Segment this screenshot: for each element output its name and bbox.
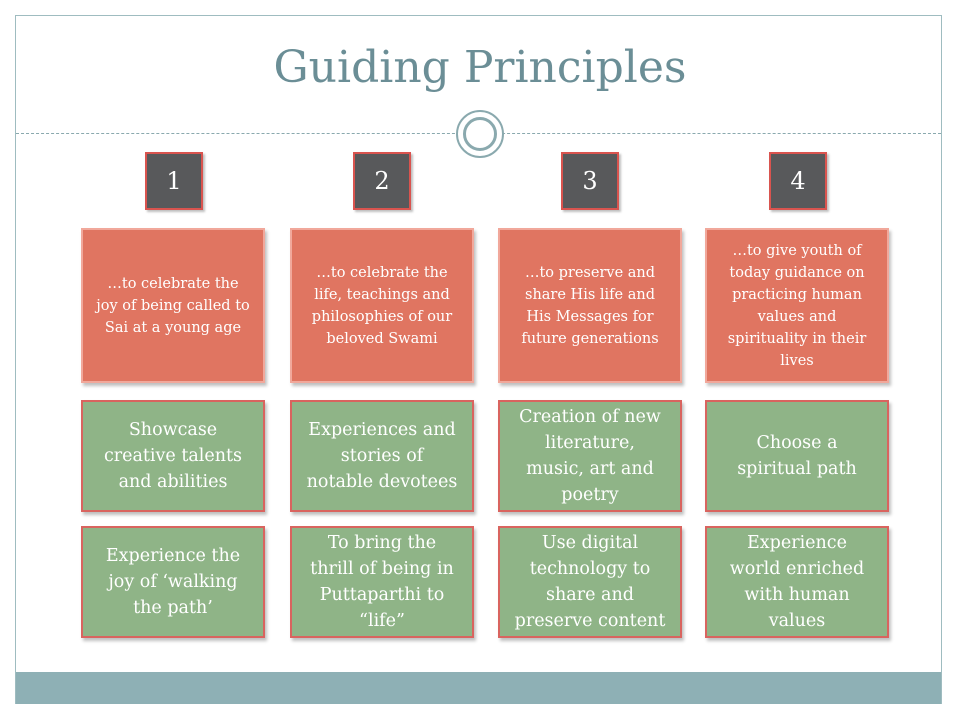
number-box-3: 3 [561, 152, 619, 210]
slide-title: Guiding Principles [273, 42, 687, 93]
number-box-2: 2 [353, 152, 411, 210]
footer-bar [16, 672, 941, 704]
activity-box-4-2: Experience world enriched with human val… [705, 526, 889, 638]
activity-box-3-1: Creation of new literature, music, art a… [498, 400, 682, 512]
number-box-4: 4 [769, 152, 827, 210]
activity-box-2-2: To bring the thrill of being in Puttapar… [290, 526, 474, 638]
activity-box-1-1: Showcase creative talents and abilities [81, 400, 265, 512]
activity-box-3-2: Use digital technology to share and pres… [498, 526, 682, 638]
activity-box-2-1: Experiences and stories of notable devot… [290, 400, 474, 512]
activity-box-1-2: Experience the joy of ‘walking the path’ [81, 526, 265, 638]
aim-box-2: …to celebrate the life, teachings and ph… [290, 228, 474, 383]
aim-box-1: …to celebrate the joy of being called to… [81, 228, 265, 383]
divider-ring-ornament [456, 110, 504, 158]
number-box-1: 1 [145, 152, 203, 210]
aim-box-4: …to give youth of today guidance on prac… [705, 228, 889, 383]
activity-box-4-1: Choose a spiritual path [705, 400, 889, 512]
aim-box-3: …to preserve and share His life and His … [498, 228, 682, 383]
divider-ring-inner [463, 117, 497, 151]
